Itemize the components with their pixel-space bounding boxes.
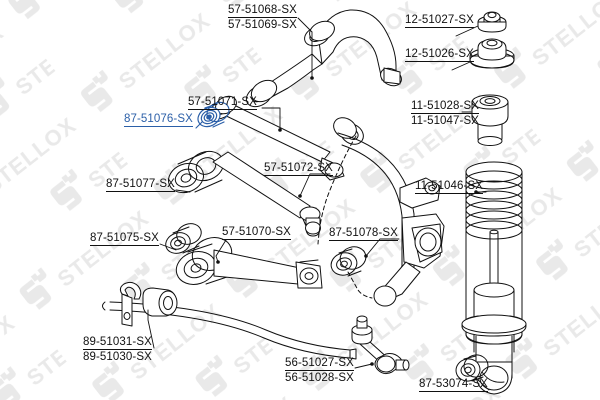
part-label-11-51028-sx[interactable]: 11-51028-SX bbox=[411, 100, 480, 114]
part-top-mount-small bbox=[477, 11, 507, 33]
part-label-11-51046-sx[interactable]: 11-51046-SX bbox=[415, 180, 484, 194]
part-label-text: 11-51046-SX bbox=[415, 180, 484, 194]
part-label-56-51027-sx[interactable]: 56-51027-SX bbox=[285, 357, 354, 371]
part-label-87-51077-sx[interactable]: 87-51077-SX bbox=[106, 178, 175, 192]
part-label-87-53074-sx[interactable]: 87-53074-SX bbox=[419, 378, 488, 392]
leader-line-highlighted bbox=[195, 121, 203, 129]
part-label-text: 56-51028-SX bbox=[285, 372, 354, 384]
part-label-text: 57-51071-SX bbox=[188, 96, 257, 110]
part-label-text: 87-51076-SX bbox=[124, 113, 193, 127]
part-label-text: 11-51028-SX bbox=[411, 100, 480, 114]
part-label-text: 57-51068-SX bbox=[228, 4, 297, 18]
part-stabilizer-bushing bbox=[142, 287, 178, 317]
part-label-text: 57-51070-SX bbox=[222, 226, 291, 240]
part-label-11-51047-sx[interactable]: 11-51047-SX bbox=[411, 115, 479, 128]
part-bushing-87-51076-highlighted bbox=[197, 101, 230, 128]
part-label-text: 11-51047-SX bbox=[411, 115, 480, 127]
part-label-57-51072-sx[interactable]: 57-51072-SX bbox=[264, 162, 333, 176]
part-upper-control-arm bbox=[245, 9, 402, 108]
part-stabilizer-link bbox=[351, 315, 410, 375]
part-label-text: 87-53074-SX bbox=[419, 378, 488, 392]
part-bump-stop bbox=[471, 94, 509, 146]
part-lower-control-arm bbox=[212, 151, 321, 237]
part-top-mount bbox=[469, 38, 515, 69]
part-label-57-51070-sx[interactable]: 57-51070-SX bbox=[222, 226, 291, 240]
part-label-57-51071-sx[interactable]: 57-51071-SX bbox=[188, 96, 257, 110]
part-label-12-51026-sx[interactable]: 12-51026-SX bbox=[405, 48, 474, 62]
part-label-text: 56-51027-SX bbox=[285, 357, 354, 371]
part-trailing-arm bbox=[175, 237, 323, 289]
part-label-text: 57-51069-SX bbox=[228, 19, 297, 31]
part-label-text: 12-51027-SX bbox=[405, 14, 474, 28]
part-label-57-51068-sx[interactable]: 57-51068-SX bbox=[228, 4, 297, 18]
part-label-text: 89-51030-SX bbox=[83, 351, 152, 363]
part-bushing-87-51078 bbox=[330, 246, 367, 277]
part-label-87-51078-sx[interactable]: 87-51078-SX bbox=[329, 227, 398, 241]
part-label-text: 87-51078-SX bbox=[329, 227, 398, 241]
part-label-56-51028-sx[interactable]: 56-51028-SX bbox=[285, 372, 354, 385]
part-label-87-51075-sx[interactable]: 87-51075-SX bbox=[90, 232, 159, 246]
part-steering-knuckle bbox=[333, 117, 445, 307]
part-label-89-51030-sx[interactable]: 89-51030-SX bbox=[83, 351, 152, 364]
part-label-text: 12-51026-SX bbox=[405, 48, 474, 62]
part-label-87-51076-sx-highlighted[interactable]: 87-51076-SX bbox=[124, 113, 193, 127]
part-dust-boot bbox=[465, 161, 523, 345]
part-bushing-87-53074 bbox=[455, 354, 489, 382]
leader-lines bbox=[147, 17, 490, 391]
part-label-89-51031-sx[interactable]: 89-51031-SX bbox=[83, 336, 152, 350]
part-label-57-51069-sx[interactable]: 57-51069-SX bbox=[228, 19, 297, 32]
part-label-text: 87-51077-SX bbox=[106, 178, 175, 192]
part-label-text: 57-51072-SX bbox=[264, 162, 333, 176]
part-stabilizer-clamp bbox=[119, 281, 142, 327]
part-label-12-51027-sx[interactable]: 12-51027-SX bbox=[405, 14, 474, 28]
part-label-text: 89-51031-SX bbox=[83, 336, 152, 350]
part-label-text: 87-51075-SX bbox=[90, 232, 159, 246]
